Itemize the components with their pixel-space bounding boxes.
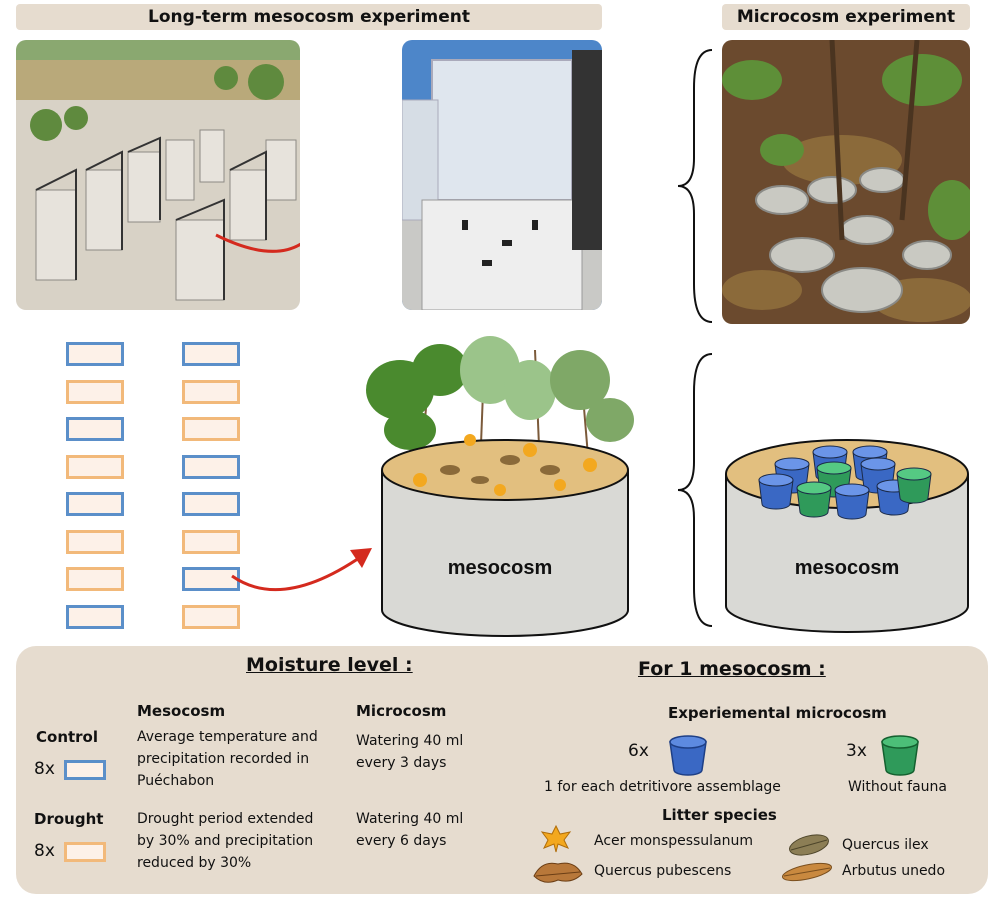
control-count: 8x [34,759,55,779]
header-microcosm-text: Microcosm experiment [736,7,956,27]
blue-desc: 1 for each detritivore assemblage [544,779,781,795]
mesocosm-with-plants: mesocosm [366,336,634,637]
mesocosm-box-blue [66,342,124,366]
acer-leaf-icon [540,824,572,853]
mesocosm-box-blue [182,567,240,591]
microcosm-subtitle: Experiemental microcosm [668,704,887,722]
green-desc: Without fauna [848,779,947,795]
moisture-title: Moisture level : [246,654,413,676]
control-meso-text: Average temperature and precipitation re… [137,726,318,792]
mesocosm-box-orange [66,379,124,404]
info-panel [16,646,988,894]
header-microcosm: Microcosm experiment [722,4,970,30]
control-micro-line: every 3 days [356,755,447,771]
mesocosm-box-orange [182,529,240,554]
mesocosm-label-left: mesocosm [448,557,553,579]
drought-label: Drought [34,810,104,828]
brace-top [677,49,713,323]
mesocosm-box-orange [182,604,240,629]
mesocosm-with-cups: mesocosm [725,439,969,633]
mesocosm-box-blue [66,604,124,629]
litter-arbutus: Arbutus unedo [842,863,946,879]
blue-count: 6x [628,741,649,761]
drought-micro-line: Watering 40 ml [356,811,464,827]
mesocosm-box-blue [66,492,124,516]
control-micro-line: Watering 40 ml [356,733,464,749]
control-legend-box [64,760,106,780]
mesocosm-box-blue [182,492,240,516]
green-microcosm-icon [881,735,919,776]
drought-micro-text: Watering 40 ml every 6 days [356,808,463,852]
mesocosm-box-blue [182,454,240,479]
green-count: 3x [846,741,867,761]
drought-meso-line: reduced by 30% [137,855,252,871]
drought-meso-text: Drought period extended by 30% and preci… [137,808,313,874]
col-microcosm-header: Microcosm [356,702,447,720]
header-long-term-text: Long-term mesocosm experiment [148,7,470,27]
mesocosm-box-blue [66,417,124,441]
mesocosm-box-orange [66,454,124,479]
photo-microcosms [722,40,970,324]
litter-quercus-ilex: Quercus ilex [842,837,929,853]
control-meso-line: Puéchabon [137,773,215,789]
control-meso-line: precipitation recorded in [137,751,310,767]
litter-acer: Acer monspessulanum [594,833,754,849]
drought-meso-line: Drought period extended [137,811,314,827]
header-long-term: Long-term mesocosm experiment [16,4,602,30]
drought-legend-box [64,842,106,862]
control-label: Control [36,728,99,746]
quercus-pubescens-leaf-icon [533,862,583,883]
control-micro-text: Watering 40 ml every 3 days [356,730,463,774]
mesocosm-box-orange [66,529,124,554]
litter-quercus-pubescens: Quercus pubescens [594,863,732,879]
photo-mesocosm-platform [16,40,300,310]
mesocosm-box-orange [182,417,240,441]
drought-micro-line: every 6 days [356,833,447,849]
blue-cup [758,473,794,510]
drought-count: 8x [34,841,55,861]
arrow-to-mesocosm [231,548,372,592]
litter-title: Litter species [662,806,777,824]
mesocosm-box-orange [66,567,124,591]
mesocosm-box-blue [182,342,240,366]
control-meso-line: Average temperature and [137,729,318,745]
quercus-ilex-leaf-icon [789,834,829,856]
arbutus-leaf-icon [782,862,832,882]
col-mesocosm-header: Mesocosm [137,702,226,720]
photo-mesocosm-chamber [402,40,602,310]
brace-bottom [677,353,713,627]
green-cup [896,467,932,504]
drought-meso-line: by 30% and precipitation [137,833,314,849]
one-mesocosm-title: For 1 mesocosm : [638,658,826,680]
blue-cup [834,483,870,520]
mesocosm-box-orange [182,379,240,404]
blue-microcosm-icon [669,735,707,776]
mesocosm-label-right: mesocosm [795,557,900,579]
green-cup [796,481,832,518]
